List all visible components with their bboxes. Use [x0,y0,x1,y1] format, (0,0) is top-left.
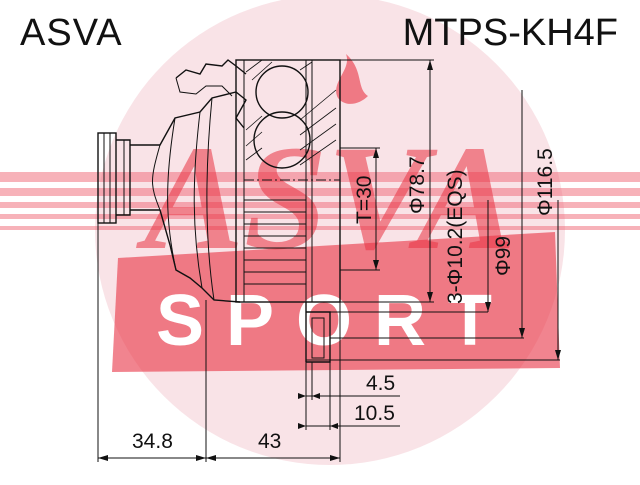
dim-dia-116: Φ116.5 [534,148,557,216]
dim-mid-length: 43 [258,430,281,453]
brand-title: ASVA [20,12,123,54]
watermark-logo: ASVA SPORT [0,0,640,465]
dim-d2: 10.5 [354,402,395,425]
dim-dia-99: Φ99 [492,236,515,276]
dim-spline: T=30 [353,176,376,224]
cv-joint-outline [97,59,341,363]
dim-left-length: 34.8 [132,430,173,453]
dim-dia-outer-cup: Φ78.7 [406,156,429,214]
dimension-lines [97,59,561,462]
dim-holes: 3-Φ10.2(EQS) [444,169,467,304]
dim-d1: 4.5 [366,372,395,395]
part-number: MTPS-KH4F [402,12,618,54]
